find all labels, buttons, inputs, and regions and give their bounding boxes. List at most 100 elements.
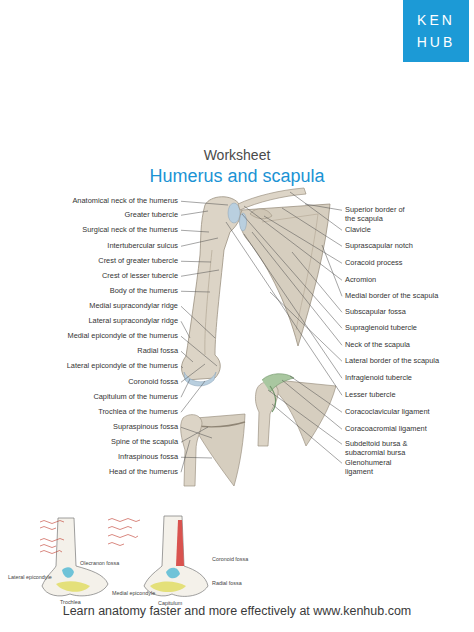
part-label: Infraspinous fossa	[6, 453, 178, 462]
posterior-figure	[181, 414, 245, 486]
logo-text: KEN HUB	[416, 9, 456, 54]
leader-line	[322, 245, 342, 296]
leader-line	[226, 222, 342, 395]
part-label: Supraglenoid tubercle	[345, 324, 474, 333]
leader-line	[181, 270, 219, 276]
leader-line	[282, 208, 342, 246]
handwriting-scribble	[108, 519, 140, 546]
leader-line	[181, 291, 210, 293]
leader-line	[270, 292, 342, 361]
coronoid-fill	[166, 568, 180, 579]
leader-line	[244, 206, 342, 280]
leader-line	[181, 457, 212, 459]
leader-line	[181, 336, 217, 366]
leader-line	[264, 216, 342, 263]
leader-line	[181, 366, 183, 368]
posterior-scapula	[196, 414, 245, 486]
part-label: Medial supracondylar ridge	[6, 302, 178, 311]
part-label: Head of the humerus	[6, 468, 178, 477]
clavicle-bone	[238, 188, 306, 210]
part-label: Medial epicondyle of the humerus	[6, 332, 178, 341]
worksheet-title: Humerus and scapula	[0, 166, 474, 187]
part-label: Superior border of the scapula	[345, 206, 409, 223]
humerus-figure	[182, 197, 242, 386]
part-label: Neck of the scapula	[345, 341, 474, 350]
coracoid	[250, 209, 272, 219]
sketch-label: Medial epicondyle	[112, 590, 172, 596]
part-label: Coracoacromial ligament	[345, 425, 474, 434]
part-label: Clavicle	[345, 226, 474, 235]
part-label: Lateral border of the scapula	[345, 357, 474, 366]
leader-line	[181, 306, 215, 338]
logo-box: KEN HUB	[403, 0, 469, 62]
part-label: Subscapular fossa	[345, 308, 474, 317]
part-label: Intertubercular sulcus	[6, 242, 178, 251]
leader-line	[181, 201, 228, 205]
leader-line	[272, 404, 342, 463]
joint-scapula	[276, 380, 336, 446]
part-label: Crest of greater tubercle	[6, 257, 178, 266]
part-label: Coracoid process	[345, 259, 474, 268]
part-label: Greater tubercle	[6, 211, 178, 220]
sketch-label: Coronoid fossa	[212, 556, 272, 562]
leader-line	[181, 211, 208, 215]
part-label: Subdeltoid bursa & subacromial bursa	[345, 440, 419, 457]
subscapular-shade	[262, 214, 318, 330]
leader-line	[244, 234, 342, 378]
part-label: Suprascapular notch	[345, 242, 474, 251]
sketch-label: Radial fossa	[212, 580, 272, 586]
leader-line	[268, 390, 342, 444]
olecranon-fossa-fill	[62, 567, 74, 578]
scapula-bone	[240, 204, 330, 346]
posterior-humerus	[181, 415, 202, 486]
scapular-spine	[196, 422, 245, 427]
red-ridge	[176, 520, 184, 566]
part-label: Glenohumeral ligament	[345, 459, 403, 476]
part-label: Body of the humerus	[6, 287, 178, 296]
leader-line	[242, 214, 342, 328]
part-label: Anatomical neck of the humerus	[6, 197, 178, 206]
leader-line	[181, 238, 218, 246]
part-label: Crest of lesser tubercle	[6, 272, 178, 281]
leader-line	[181, 427, 208, 442]
part-label: Lateral supracondylar ridge	[6, 317, 178, 326]
glenoid	[240, 213, 247, 231]
head-cartilage	[228, 203, 240, 223]
part-label: Infraglenoid tubercle	[345, 374, 474, 383]
footer-text: Learn anatomy faster and more effectivel…	[0, 604, 474, 618]
leader-line	[181, 351, 193, 362]
worksheet-heading: Worksheet	[0, 147, 474, 163]
leader-line	[282, 380, 342, 429]
part-label: Radial fossa	[6, 347, 178, 356]
part-label: Acromion	[345, 276, 474, 285]
handwriting-scribble	[40, 521, 64, 554]
sketch-humerus-right	[144, 516, 208, 596]
joint-humerus	[255, 382, 278, 446]
part-label: Supraspinous fossa	[6, 423, 178, 432]
capitulum-fill	[150, 582, 186, 593]
leader-line	[181, 379, 190, 397]
elbow-cartilage	[184, 372, 216, 386]
leader-line	[181, 381, 205, 412]
joint-figure	[255, 374, 336, 446]
leader-line	[181, 427, 212, 438]
part-label: Surgical neck of the humerus	[6, 226, 178, 235]
shaft-shade	[205, 250, 212, 355]
part-label: Coracoclavicular ligament	[345, 408, 474, 417]
leader-line	[290, 376, 342, 412]
part-label: Lesser tubercle	[345, 391, 474, 400]
leader-line	[181, 261, 211, 263]
leader-line	[181, 364, 205, 382]
part-label: Coronoid fossa	[6, 378, 178, 387]
part-label: Medial border of the scapula	[345, 292, 474, 301]
joint-capsule	[270, 386, 276, 412]
leader-line	[292, 252, 342, 312]
leader-line	[181, 440, 190, 472]
sketch-label: Olecranon fossa	[80, 560, 140, 566]
sketch-label: Lateral epicondyle	[8, 574, 68, 580]
leader-line	[290, 192, 342, 230]
part-label: Lateral epicondyle of the humerus	[6, 362, 178, 371]
joint-ligaments	[262, 374, 294, 392]
trochlea-fill	[56, 581, 90, 592]
part-label: Trochlea of the humerus	[6, 408, 178, 417]
